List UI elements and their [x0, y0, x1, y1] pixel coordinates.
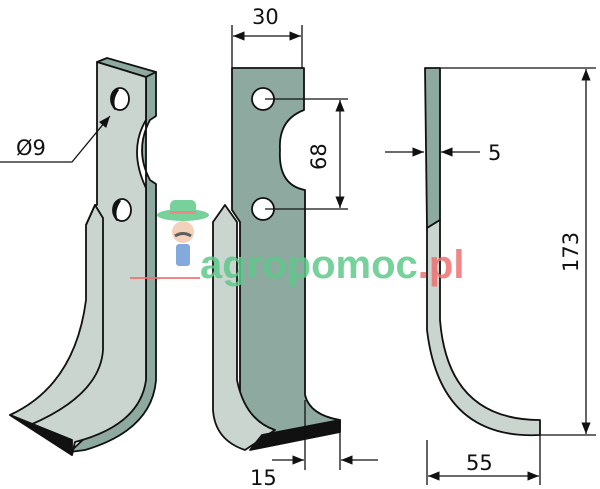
dim-width-top: 30: [252, 5, 279, 29]
dim-hole-spacing: 68: [307, 143, 331, 170]
dim-blade-reach: 55: [466, 451, 493, 475]
dim-hole-diameter: Ø9: [16, 136, 46, 160]
blade-side-view: [424, 67, 541, 437]
dim-thickness: 5: [488, 141, 501, 165]
dimension-lines: [0, 25, 596, 485]
watermark-logo: agropomoc.pl: [130, 200, 464, 287]
blade-isometric-view: [9, 57, 157, 456]
watermark: agropomoc.pl: [200, 243, 464, 287]
watermark-tld: .pl: [418, 243, 465, 287]
dim-bend-offset: 15: [250, 466, 277, 489]
watermark-text: agropomoc: [200, 243, 418, 287]
dim-height: 173: [559, 232, 583, 272]
